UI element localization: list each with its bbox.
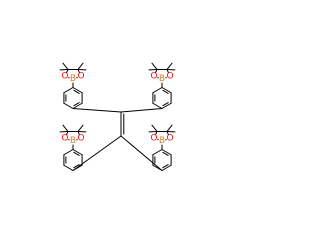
- core-bond: [120, 135, 163, 171]
- oxygen-atom-label: O: [167, 133, 174, 143]
- ring-double-bond: [162, 89, 169, 94]
- ring-double-bond: [73, 151, 80, 156]
- methyl-bond: [62, 124, 69, 132]
- boron-atom-label: B: [159, 74, 165, 84]
- ring-double-bond: [162, 151, 169, 156]
- methyl-bond: [77, 62, 84, 70]
- ring-double-bond: [73, 164, 80, 169]
- methyl-bond: [166, 124, 173, 132]
- ring-double-bond: [162, 102, 169, 107]
- oxygen-atom-label: O: [61, 71, 68, 81]
- boron-atom-label: B: [159, 136, 165, 146]
- oxygen-atom-label: O: [61, 133, 68, 143]
- ring-bond: [152, 87, 163, 94]
- ring-double-bond: [162, 164, 169, 169]
- ring-bond: [161, 87, 172, 94]
- oxygen-atom-label: O: [167, 71, 174, 81]
- oxygen-carbon-bond: [166, 130, 169, 136]
- ring-bond: [63, 149, 74, 156]
- core-bond: [120, 108, 163, 113]
- ring-bond: [161, 164, 172, 171]
- ring-bond: [72, 102, 83, 109]
- oxygen-carbon-bond: [155, 68, 158, 74]
- ring-bond: [63, 164, 74, 171]
- oxygen-carbon-bond: [66, 68, 69, 74]
- methyl-bond: [151, 124, 158, 132]
- bond-lines: [59, 62, 176, 171]
- methyl-bond: [151, 62, 158, 70]
- core-bond: [72, 108, 122, 113]
- oxygen-atom-label: O: [150, 133, 157, 143]
- ring-bond: [161, 149, 172, 156]
- oxygen-carbon-bond: [155, 130, 158, 136]
- ring-double-bond: [73, 102, 80, 107]
- ring-double-bond: [73, 89, 80, 94]
- boron-atom-label: B: [70, 136, 76, 146]
- ring-bond: [63, 87, 74, 94]
- methyl-bond: [166, 62, 173, 70]
- ring-bond: [63, 102, 74, 109]
- ring-bond: [72, 87, 83, 94]
- oxygen-carbon-bond: [166, 68, 169, 74]
- oxygen-carbon-bond: [77, 68, 80, 74]
- boron-atom-label: B: [70, 74, 76, 84]
- ring-bond: [152, 149, 163, 156]
- ring-bond: [72, 149, 83, 156]
- methyl-bond: [77, 124, 84, 132]
- ring-bond: [152, 102, 163, 109]
- ring-bond: [161, 102, 172, 109]
- oxygen-atom-label: O: [78, 71, 85, 81]
- methyl-bond: [62, 62, 69, 70]
- oxygen-carbon-bond: [66, 130, 69, 136]
- oxygen-carbon-bond: [77, 130, 80, 136]
- oxygen-atom-label: O: [150, 71, 157, 81]
- oxygen-atom-label: O: [78, 133, 85, 143]
- core-bond: [72, 135, 122, 171]
